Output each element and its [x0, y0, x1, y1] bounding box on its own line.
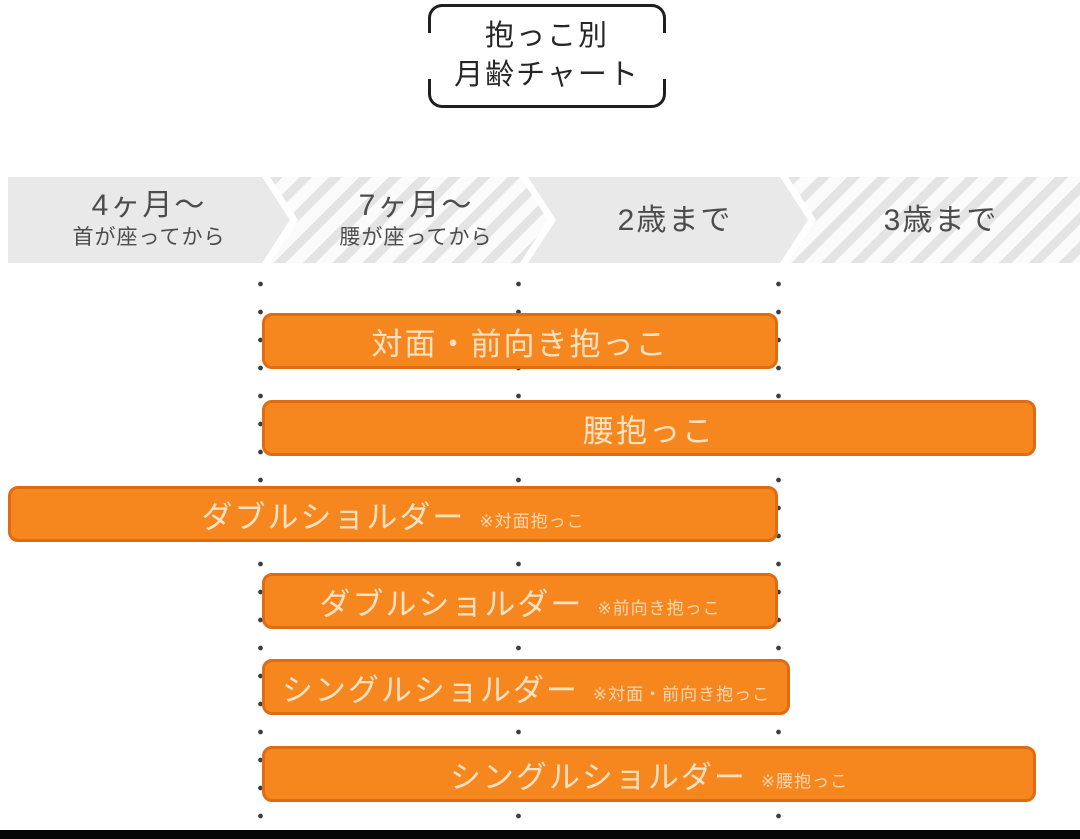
bar-label: 対面・前向き抱っこ [371, 326, 669, 362]
bar-double-shoulder-face: ダブルショルダー ※対面抱っこ [8, 486, 778, 542]
chart-title-line2: 月齢チャート [454, 59, 640, 91]
gridline-dotted-3years [776, 270, 781, 826]
age-stage-until-3years: 3歳まで [788, 177, 1080, 263]
bar-face-and-forward-carry: 対面・前向き抱っこ [262, 313, 778, 369]
age-stage-until-2years: 2歳まで [528, 177, 808, 263]
gridline-dotted-2years [516, 270, 521, 826]
chart-title-line1: 抱っこ別 [484, 19, 609, 52]
age-stage-label: 2歳まで [617, 203, 733, 237]
bar-label: ダブルショルダー [201, 499, 466, 535]
age-stage-label: 7ヶ月〜 [358, 189, 474, 223]
bar-single-shoulder-hip: シングルショルダー ※腰抱っこ [262, 746, 1036, 802]
bar-label: シングルショルダー [449, 759, 747, 795]
bar-label: ダブルショルダー [319, 586, 584, 622]
bar-label: シングルショルダー [281, 672, 579, 708]
age-stage-sublabel: 腰が座ってから [339, 226, 493, 250]
chart-title-box: 抱っこ別 月齢チャート [428, 4, 666, 108]
age-stage-label: 3歳まで [883, 203, 999, 237]
bar-note: ※腰抱っこ [760, 771, 849, 791]
bottom-black-strip [0, 830, 1080, 839]
chart-title: 抱っこ別 月齢チャート [428, 4, 666, 108]
age-axis: 4ヶ月〜 首が座ってから 7ヶ月〜 腰が座ってから 2歳まで 3歳まで [0, 177, 1080, 263]
age-stage-label: 4ヶ月〜 [91, 189, 207, 223]
bar-double-shoulder-forward: ダブルショルダー ※前向き抱っこ [262, 573, 778, 629]
age-stage-sublabel: 首が座ってから [72, 226, 226, 250]
bar-note: ※対面・前向き抱っこ [592, 684, 771, 704]
bar-single-shoulder-face-forward: シングルショルダー ※対面・前向き抱っこ [262, 659, 790, 715]
age-stage-4months: 4ヶ月〜 首が座ってから [8, 177, 290, 263]
bar-label: 腰抱っこ [583, 413, 715, 449]
bar-note: ※対面抱っこ [479, 511, 585, 531]
bar-note: ※前向き抱っこ [597, 598, 721, 618]
gridline-dotted-7months [258, 270, 263, 826]
bar-hip-carry: 腰抱っこ [262, 400, 1036, 456]
age-stage-7months: 7ヶ月〜 腰が座ってから [270, 177, 548, 263]
